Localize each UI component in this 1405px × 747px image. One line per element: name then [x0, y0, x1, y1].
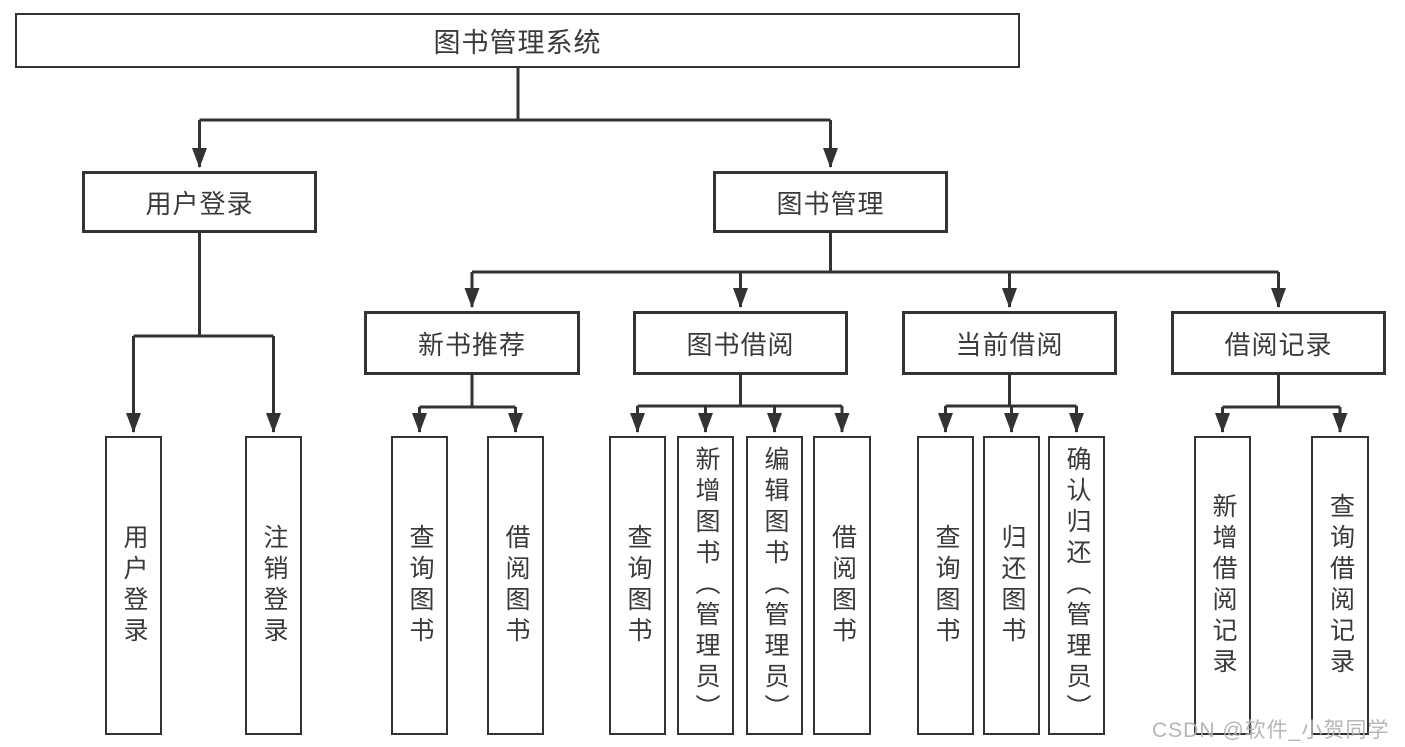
- leaf-user-login: 用户登录: [105, 436, 162, 735]
- leaf-confirm-return-admin: 确认归还（管理员）: [1048, 436, 1105, 735]
- node-new-book-recommend-label: 新书推荐: [417, 329, 526, 360]
- leaf-borrow-books-recommend: 借阅图书: [487, 436, 544, 735]
- node-root: 图书管理系统: [15, 13, 1020, 68]
- leaf-query-books-recommend-label: 查询图书: [406, 523, 434, 648]
- leaf-return-books-label: 归还图书: [998, 523, 1026, 648]
- leaf-user-login-label: 用户登录: [120, 523, 148, 648]
- node-new-book-recommend: 新书推荐: [364, 311, 580, 375]
- leaf-borrow-books-borrow: 借阅图书: [813, 436, 871, 735]
- leaf-logout: 注销登录: [245, 436, 302, 735]
- node-current-borrow-label: 当前借阅: [955, 329, 1064, 360]
- leaf-add-borrow-record-label: 新增借阅记录: [1209, 492, 1237, 679]
- leaf-return-books: 归还图书: [983, 436, 1040, 735]
- leaf-confirm-return-admin-label: 确认归还（管理员）: [1063, 446, 1091, 725]
- node-book-management: 图书管理: [713, 171, 948, 233]
- leaf-query-books-recommend: 查询图书: [391, 436, 448, 735]
- leaf-query-borrow-record: 查询借阅记录: [1311, 436, 1369, 735]
- leaf-query-books-current: 查询图书: [917, 436, 974, 735]
- leaf-borrow-books-recommend-label: 借阅图书: [502, 523, 530, 648]
- leaf-edit-book-admin-label: 编辑图书（管理员）: [761, 446, 789, 725]
- node-book-management-label: 图书管理: [776, 188, 885, 219]
- leaf-edit-book-admin: 编辑图书（管理员）: [746, 436, 803, 735]
- node-borrow-records: 借阅记录: [1171, 311, 1386, 375]
- leaf-query-books-borrow-label: 查询图书: [624, 523, 652, 648]
- node-current-borrow: 当前借阅: [902, 311, 1117, 375]
- node-user-login: 用户登录: [82, 171, 317, 233]
- leaf-add-book-admin-label: 新增图书（管理员）: [692, 446, 720, 725]
- node-book-borrow: 图书借阅: [633, 311, 848, 375]
- node-borrow-records-label: 借阅记录: [1224, 329, 1333, 360]
- leaf-borrow-books-borrow-label: 借阅图书: [828, 523, 857, 648]
- leaf-query-books-current-label: 查询图书: [932, 523, 960, 648]
- leaf-logout-label: 注销登录: [260, 523, 288, 648]
- leaf-add-borrow-record: 新增借阅记录: [1194, 436, 1251, 735]
- node-book-borrow-label: 图书借阅: [686, 329, 795, 360]
- node-user-login-label: 用户登录: [145, 188, 254, 219]
- node-root-label: 图书管理系统: [433, 28, 602, 58]
- csdn-watermark: CSDN @软件_小贺同学: [1152, 719, 1390, 742]
- leaf-query-borrow-record-label: 查询借阅记录: [1326, 492, 1355, 679]
- leaf-query-books-borrow: 查询图书: [609, 436, 666, 735]
- leaf-add-book-admin: 新增图书（管理员）: [677, 436, 734, 735]
